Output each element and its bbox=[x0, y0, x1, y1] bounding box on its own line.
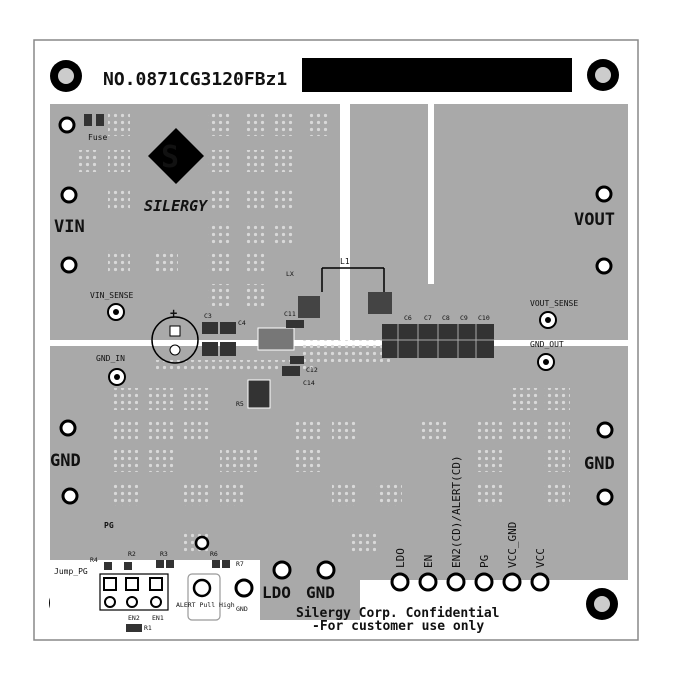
testpoint-pg bbox=[474, 572, 494, 592]
fuse-label: Fuse bbox=[88, 133, 107, 142]
vout-sense-testpoint bbox=[539, 311, 557, 329]
fuse-pad-a bbox=[84, 114, 92, 126]
fuse-pad-b bbox=[96, 114, 104, 126]
tp-label-pg: PG bbox=[478, 555, 491, 568]
r5-label: R5 bbox=[236, 400, 244, 408]
mounting-hole-top-right bbox=[587, 59, 619, 91]
c8-label: C8 bbox=[442, 314, 450, 322]
vin-terminal-hole bbox=[58, 116, 76, 134]
c11-label: C11 bbox=[284, 310, 296, 318]
center-channel bbox=[340, 104, 350, 344]
c7-label: C7 bbox=[424, 314, 432, 322]
gnd-label-left: GND bbox=[50, 451, 81, 471]
gnd-in-testpoint bbox=[108, 368, 126, 386]
silergy-logo-icon: S bbox=[148, 128, 204, 184]
vin-sense-label: VIN_SENSE bbox=[90, 291, 134, 300]
confidential-line-2: -For customer use only bbox=[312, 619, 484, 634]
via-field-vin bbox=[76, 112, 330, 306]
lx-label: LX bbox=[286, 270, 294, 278]
gnd-small-testpoint bbox=[234, 578, 254, 598]
pg-top-label: PG bbox=[104, 521, 114, 530]
gnd-terminal-hole-left bbox=[59, 419, 77, 437]
tp-label-en: EN bbox=[422, 555, 435, 568]
c3-label: C3 bbox=[204, 312, 212, 320]
gnd-terminal-hole-right bbox=[596, 421, 614, 439]
mounting-hole-top-left bbox=[50, 60, 82, 92]
mounting-hole-bottom-right bbox=[586, 588, 618, 620]
gnd-small-label: GND bbox=[236, 605, 248, 613]
gnd-big-label: GND bbox=[306, 583, 335, 602]
alert-jumper-hole bbox=[194, 535, 210, 551]
brand-name: SILERGY bbox=[144, 197, 208, 215]
c12-label: C12 bbox=[306, 366, 318, 374]
lx-pad bbox=[298, 296, 320, 318]
c11-pad bbox=[286, 320, 304, 328]
testpoint-vcc bbox=[530, 572, 550, 592]
small-passives-cluster bbox=[247, 356, 304, 409]
c10-label: C10 bbox=[478, 314, 490, 322]
regulator-ic bbox=[257, 327, 295, 351]
gnd-terminal-hole-right-2 bbox=[596, 488, 614, 506]
alert-pullup-box bbox=[187, 573, 221, 621]
gnd-label-right: GND bbox=[584, 454, 615, 474]
testpoint-vcc-gnd bbox=[502, 572, 522, 592]
c4-label: C4 bbox=[238, 319, 246, 327]
r4-label: R4 bbox=[90, 556, 98, 564]
confidential-line-1: Silergy Corp. Confidential bbox=[296, 606, 500, 621]
tp-label-vcc: VCC bbox=[534, 548, 547, 568]
vout-terminal-hole-2 bbox=[595, 257, 613, 275]
r1-label: R1 bbox=[144, 624, 152, 632]
gnd-big-testpoint bbox=[316, 560, 336, 580]
vin-terminal-hole-2 bbox=[60, 186, 78, 204]
vin-terminal-hole-3 bbox=[60, 256, 78, 274]
vin-label: VIN bbox=[54, 217, 85, 237]
gnd-out-label: GND_OUT bbox=[530, 340, 564, 349]
tp-label-vcc-gnd: VCC_GND bbox=[506, 522, 519, 568]
tp-label-ldo: LDO bbox=[394, 548, 407, 568]
en2-label: EN2 bbox=[128, 614, 140, 622]
en1-label: EN1 bbox=[152, 614, 164, 622]
gnd-in-label: GND_IN bbox=[96, 354, 125, 363]
l1-label: L1 bbox=[340, 257, 350, 266]
svg-text:S: S bbox=[161, 140, 179, 175]
jump-pg-label: Jump_PG bbox=[54, 567, 88, 576]
test-point-row bbox=[390, 572, 550, 592]
alert-pull-high-label: ALERT Pull High bbox=[176, 601, 235, 609]
gnd-out-testpoint bbox=[537, 353, 555, 371]
input-electrolytic-capacitor bbox=[151, 316, 199, 364]
output-capacitors bbox=[382, 324, 494, 358]
vin-sense-testpoint bbox=[107, 303, 125, 321]
gnd-terminal-hole-left-2 bbox=[61, 487, 79, 505]
testpoint-en bbox=[418, 572, 438, 592]
capacitor-polarity-plus: + bbox=[170, 306, 177, 320]
c9-label: C9 bbox=[460, 314, 468, 322]
vout-terminal-hole bbox=[595, 185, 613, 203]
jumper-resistors bbox=[104, 560, 230, 632]
tp-label-en2: EN2(CD)/ALERT(CD) bbox=[450, 455, 463, 568]
alert-testpoint bbox=[192, 578, 212, 598]
board-part-number: NO.0871CG3120FBz1 bbox=[103, 69, 287, 90]
r2-label: R2 bbox=[128, 550, 136, 558]
r6-label: R6 bbox=[210, 550, 218, 558]
r7-label: R7 bbox=[236, 560, 244, 568]
vout-label: VOUT bbox=[574, 210, 615, 230]
vout-copper-pour bbox=[350, 104, 628, 340]
c14-label: C14 bbox=[303, 379, 315, 387]
vout-sense-label: VOUT_SENSE bbox=[530, 299, 578, 308]
ldo-big-testpoint bbox=[272, 560, 292, 580]
via-field-gnd bbox=[112, 340, 570, 552]
jumper-header-block bbox=[99, 573, 169, 611]
testpoint-en2 bbox=[446, 572, 466, 592]
testpoint-ldo bbox=[390, 572, 410, 592]
vout-slot bbox=[428, 104, 434, 284]
c6-label: C6 bbox=[404, 314, 412, 322]
inductor-l1 bbox=[321, 267, 392, 314]
r3-label: R3 bbox=[160, 550, 168, 558]
solder-mask-bar bbox=[302, 58, 572, 92]
ldo-big-label: LDO bbox=[262, 583, 291, 602]
input-capacitors bbox=[202, 322, 236, 356]
